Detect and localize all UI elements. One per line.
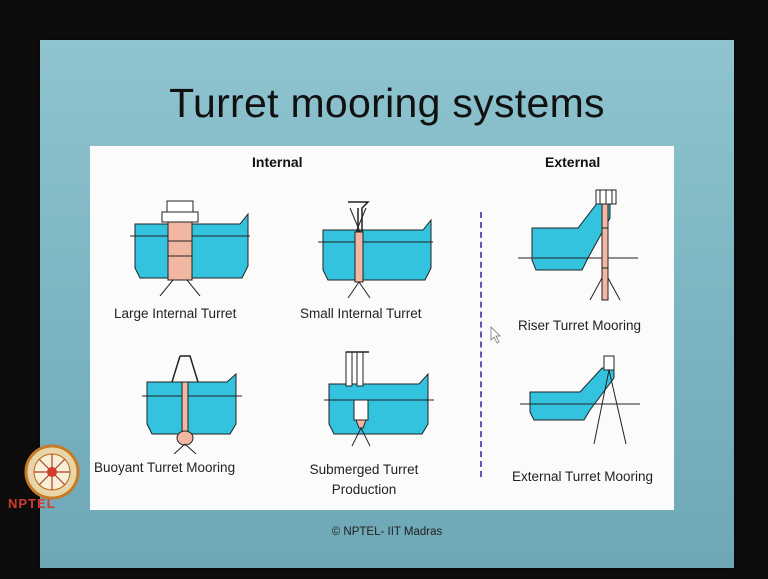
submerged-turret-production-diagram bbox=[324, 351, 434, 447]
nptel-logo-icon bbox=[24, 444, 80, 500]
riser-turret-mooring-diagram bbox=[518, 189, 638, 301]
diagram-label: Large Internal Turret bbox=[114, 306, 237, 321]
figure-panel: Internal External Large Internal Turret bbox=[90, 146, 674, 510]
diagram-label: Small Internal Turret bbox=[300, 306, 422, 321]
diagram-label: External Turret Mooring bbox=[512, 469, 654, 484]
nptel-logo-text: NPTEL bbox=[8, 496, 56, 511]
buoyant-turret-mooring-diagram bbox=[142, 355, 242, 454]
external-header: External bbox=[545, 154, 601, 170]
large-internal-turret-diagram bbox=[130, 200, 250, 296]
copyright-footer: © NPTEL- IIT Madras bbox=[331, 526, 443, 538]
diagram-label: Submerged Turret Production bbox=[309, 462, 419, 497]
internal-header: Internal bbox=[252, 154, 303, 170]
external-turret-mooring-diagram bbox=[520, 355, 640, 445]
slide: Turret mooring systems Internal External… bbox=[40, 40, 734, 568]
slide-title: Turret mooring systems bbox=[169, 80, 605, 126]
diagram-label: Riser Turret Mooring bbox=[518, 318, 642, 333]
section-divider bbox=[480, 212, 482, 477]
small-internal-turret-diagram bbox=[318, 201, 433, 298]
mouse-pointer-icon bbox=[490, 326, 501, 344]
diagram-label: Buoyant Turret Mooring bbox=[94, 460, 236, 475]
